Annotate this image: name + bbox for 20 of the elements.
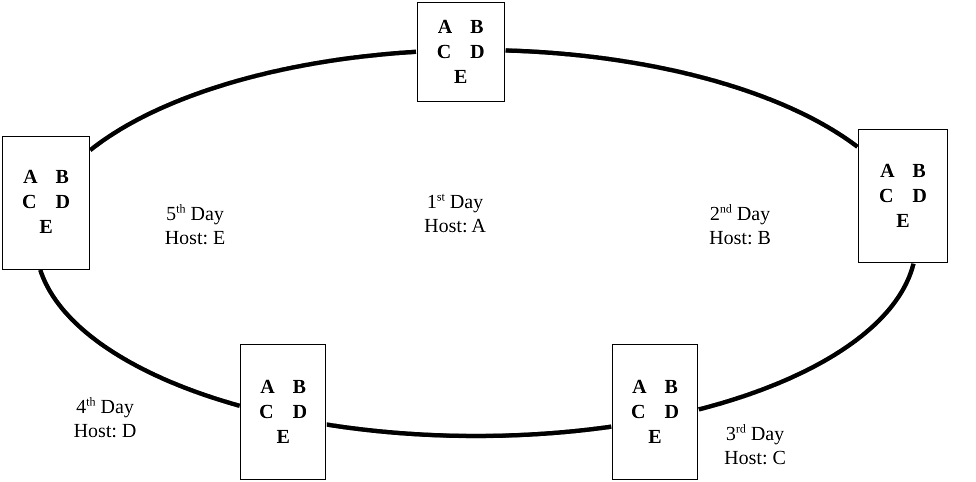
ring-line	[38, 268, 242, 408]
host-box	[240, 344, 326, 480]
ring-line	[325, 422, 613, 438]
day-host-label: 2$^{nd}$ Day Host: B	[708, 202, 772, 250]
host-box	[858, 129, 948, 264]
guest-letters: A B C D E	[878, 158, 928, 234]
day-host-label: 3$^{rd}$ Day Host: C	[723, 422, 787, 470]
day-host-label: 5$^{th}$ Day Host: E	[164, 202, 226, 250]
day-host-label: 4$^{th}$ Day Host: D	[72, 395, 138, 443]
guest-letters: A B C D E	[436, 14, 486, 90]
host-box	[416, 2, 505, 102]
guest-letters: A B C D E	[258, 374, 308, 450]
ring-line	[504, 48, 860, 149]
host-box	[612, 344, 698, 480]
guest-letters: A B C D E	[630, 374, 680, 450]
guest-letters: A B C D E	[21, 165, 71, 240]
host-box	[2, 136, 90, 270]
day-host-label: 1$^{st}$ Day Host: A	[423, 190, 487, 238]
ring-line	[88, 50, 418, 152]
ring-line	[697, 262, 916, 412]
